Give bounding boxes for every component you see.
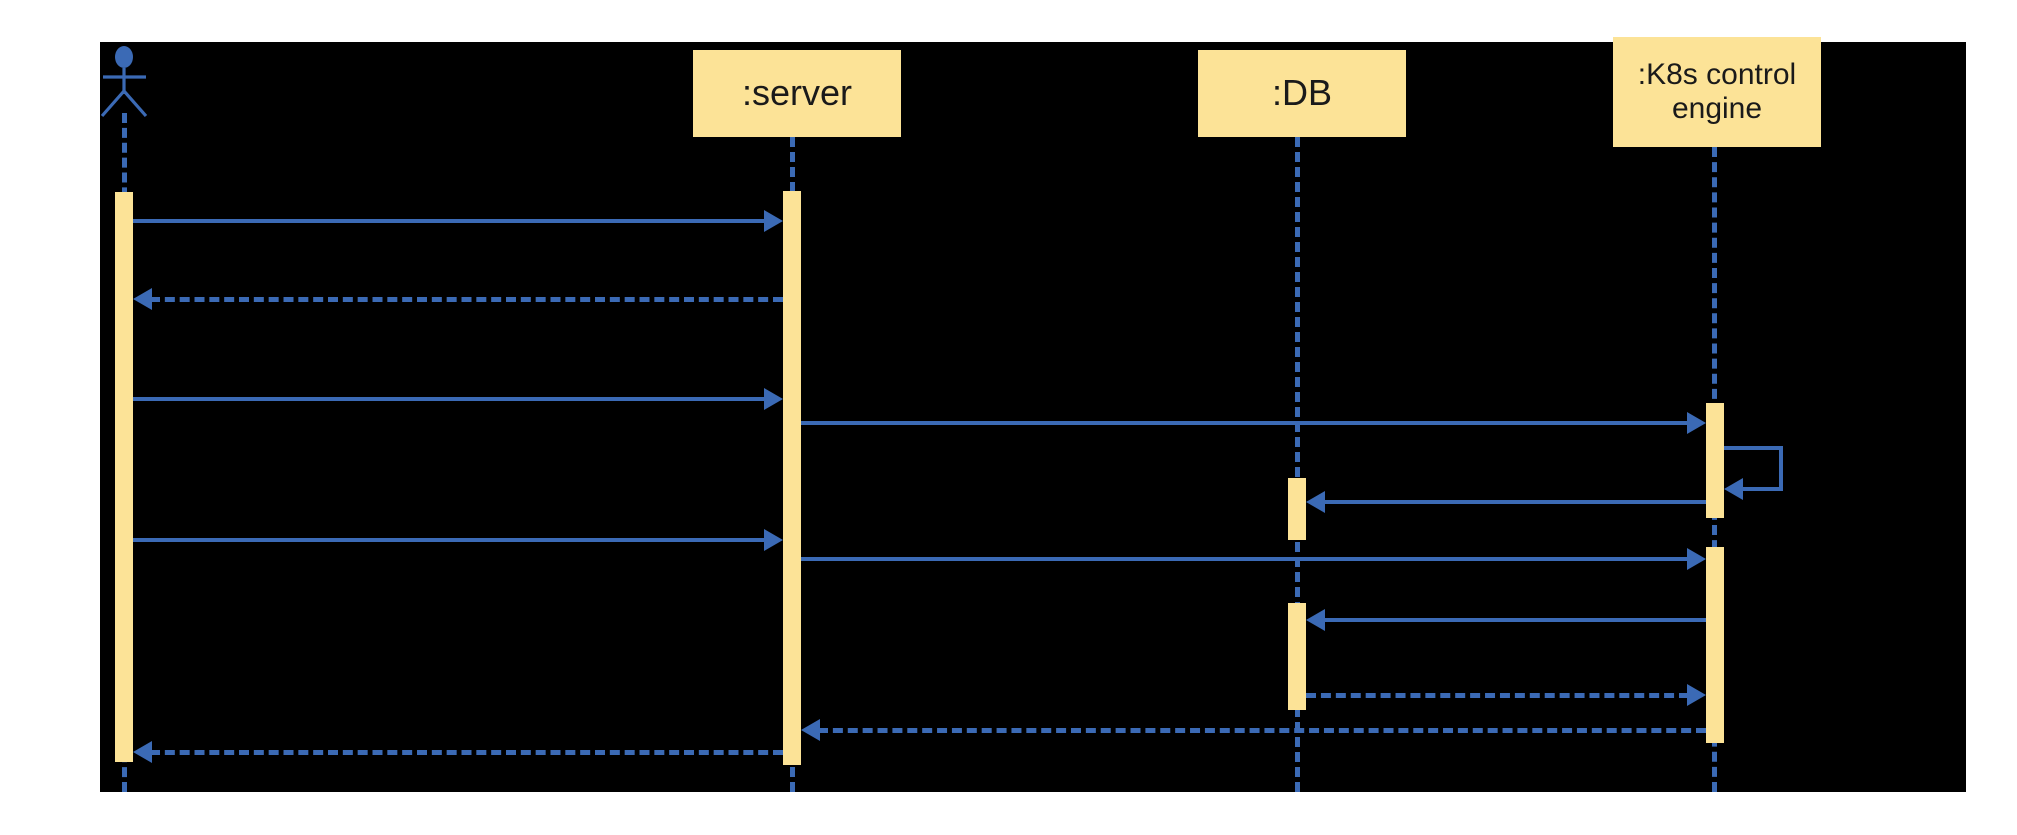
activation-bar-k8s[interactable] (1706, 403, 1724, 518)
message-arrowhead-m9 (1306, 609, 1325, 631)
participant-box-db[interactable]: :DB (1198, 50, 1406, 137)
self-message-top-segment (1724, 446, 1783, 450)
message-line-m12[interactable] (150, 750, 783, 755)
message-arrowhead-m3 (764, 388, 783, 410)
message-line-m11[interactable] (818, 728, 1706, 733)
activation-bar-db[interactable] (1288, 603, 1306, 710)
activation-bar-k8s[interactable] (1706, 547, 1724, 743)
message-arrowhead-m6 (1306, 491, 1325, 513)
message-line-m6[interactable] (1323, 500, 1706, 504)
message-line-m2[interactable] (150, 297, 783, 302)
message-line-m9[interactable] (1323, 618, 1706, 622)
activation-bar-actor[interactable] (115, 192, 133, 762)
self-message-right-segment (1779, 446, 1783, 487)
participant-box-server[interactable]: :server (693, 50, 901, 137)
message-arrowhead-m8 (1687, 548, 1706, 570)
message-arrowhead-m1 (764, 210, 783, 232)
lifeline-db (1295, 137, 1300, 792)
message-arrowhead-m2 (133, 288, 152, 310)
message-line-m3[interactable] (133, 397, 766, 401)
message-line-m10[interactable] (1306, 693, 1689, 698)
message-arrowhead-m12 (133, 741, 152, 763)
message-arrowhead-m10 (1687, 684, 1706, 706)
message-arrowhead-m11 (801, 719, 820, 741)
message-line-m7[interactable] (133, 538, 766, 542)
message-arrowhead-m7 (764, 529, 783, 551)
message-arrowhead-m4 (1687, 412, 1706, 434)
self-message-arrowhead (1724, 478, 1743, 500)
activation-bar-server[interactable] (783, 191, 801, 765)
message-line-m4[interactable] (801, 421, 1689, 425)
actor-stick-figure-icon (100, 46, 148, 118)
self-message-bottom-segment (1738, 487, 1783, 491)
message-line-m8[interactable] (801, 557, 1689, 561)
message-line-m1[interactable] (133, 219, 766, 223)
participant-label-db: :DB (1271, 72, 1332, 114)
activation-bar-db[interactable] (1288, 478, 1306, 540)
participant-label-server: :server (741, 72, 853, 114)
